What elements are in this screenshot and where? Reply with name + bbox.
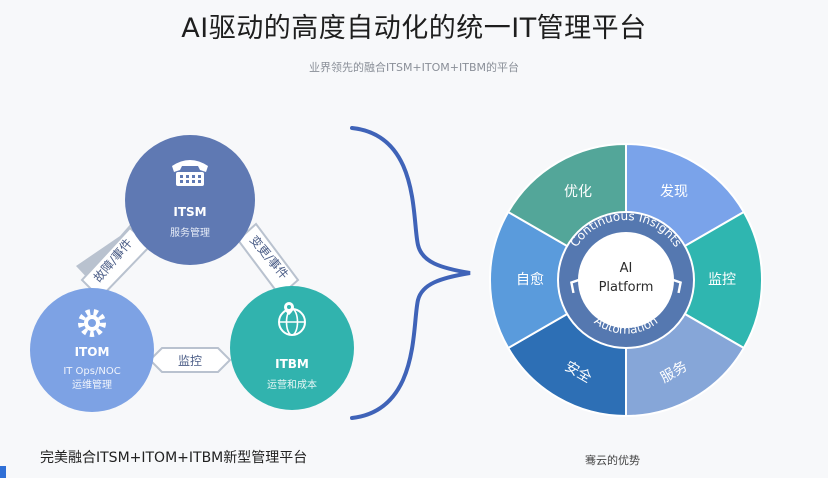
left-diagram-caption: 完美融合ITSM+ITOM+ITBM新型管理平台 bbox=[40, 450, 308, 466]
globe-location-icon bbox=[278, 302, 306, 336]
node-itom-desc-line2: 运维管理 bbox=[72, 378, 112, 391]
node-itsm-desc: 服务管理 bbox=[170, 226, 210, 239]
telephone-icon bbox=[172, 160, 208, 186]
link-itsm-itbm: 变更/事件 bbox=[236, 222, 300, 298]
chevron-right-icon bbox=[670, 277, 682, 294]
center-label-line2: Platform bbox=[599, 280, 654, 295]
segment-label-optimize: 优化 bbox=[564, 184, 592, 200]
ai-platform-wheel: 发现 监控 服务 安全 自愈 优化 Continuous Insights Au… bbox=[489, 142, 763, 418]
center-disc bbox=[578, 232, 674, 328]
segment-label-self-heal: 自愈 bbox=[516, 272, 544, 288]
corner-accent bbox=[0, 466, 6, 478]
segment-label-discover: 发现 bbox=[660, 184, 688, 200]
link-arrow-shape bbox=[76, 212, 141, 282]
node-itbm-desc: 运营和成本 bbox=[267, 378, 317, 391]
node-itsm-name: ITSM bbox=[173, 205, 206, 219]
center-label-line1: AI bbox=[620, 261, 633, 276]
link-label-itom-itbm: 监控 bbox=[178, 354, 202, 368]
ring-label-bottom: Automation bbox=[592, 313, 660, 336]
link-arrow-body bbox=[148, 347, 232, 373]
link-arrow-body bbox=[236, 222, 300, 298]
node-itom-name: ITOM bbox=[75, 345, 110, 359]
gear-icon bbox=[78, 309, 106, 337]
brace-connector bbox=[350, 126, 471, 420]
node-itsm[interactable]: ITSM 服务管理 bbox=[125, 135, 255, 265]
node-itbm[interactable]: ITBM 运营和成本 bbox=[230, 286, 354, 410]
right-diagram-caption: 骞云的优势 bbox=[585, 454, 640, 467]
segment-label-monitor: 监控 bbox=[708, 272, 736, 288]
chevron-left-icon bbox=[570, 277, 582, 294]
page-title: AI驱动的高度自动化的统一IT管理平台 bbox=[181, 13, 647, 44]
link-itom-itbm: 监控 bbox=[148, 347, 232, 373]
page-subtitle: 业界领先的融合ITSM+ITOM+ITBM的平台 bbox=[309, 61, 519, 74]
node-itbm-name: ITBM bbox=[275, 357, 309, 371]
node-itom[interactable]: ITOM IT Ops/NOC 运维管理 bbox=[30, 288, 154, 412]
node-itom-desc-line1: IT Ops/NOC bbox=[63, 366, 120, 377]
